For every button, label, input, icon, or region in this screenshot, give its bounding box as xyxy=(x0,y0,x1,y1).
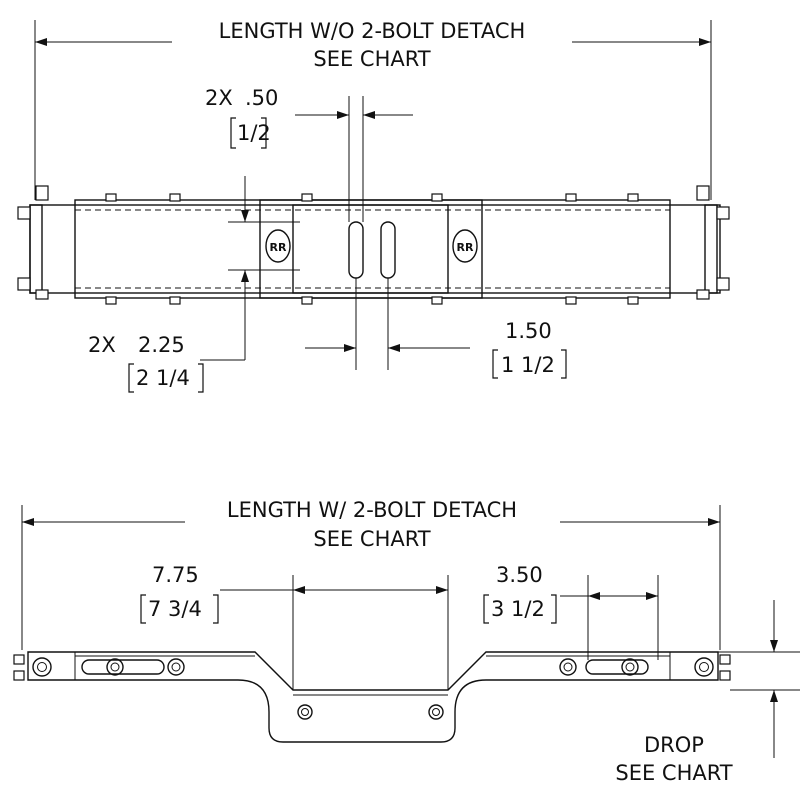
height-fraction: 2 1/4 xyxy=(136,366,190,390)
end-plate-left xyxy=(29,204,43,294)
rail-side-profile xyxy=(27,651,719,743)
slot-width-bracket-left xyxy=(230,117,236,149)
end-studs-left xyxy=(17,185,49,300)
adjust-slot-right xyxy=(585,659,649,675)
bolt-heads-top xyxy=(105,193,639,202)
end-plate-right xyxy=(704,204,718,294)
center-width-decimal: 7.75 xyxy=(152,563,199,587)
adjust-slot-left xyxy=(81,659,165,675)
center-channel-outer xyxy=(259,199,483,299)
slot-spacing-decimal: 1.50 xyxy=(505,319,552,343)
center-width-bracket-left xyxy=(140,594,146,624)
rail-inner-body xyxy=(74,199,671,299)
slot-width-decimal: .50 xyxy=(245,86,278,110)
slot-spacing-fraction: 1 1/2 xyxy=(501,353,555,377)
height-decimal: 2.25 xyxy=(138,333,185,357)
center-width-fraction: 7 3/4 xyxy=(148,597,202,621)
detach-fitting-left xyxy=(13,654,52,681)
adjust-slot-bracket-left xyxy=(483,594,489,624)
adjust-slot-decimal: 3.50 xyxy=(496,563,543,587)
center-channel-inner xyxy=(292,204,449,294)
adjust-slot-fraction: 3 1/2 xyxy=(491,597,545,621)
top-view: LENGTH W/O 2-BOLT DETACH SEE CHART RR RR xyxy=(17,19,730,393)
side-bolts xyxy=(106,658,639,720)
slot-width-bracket-right xyxy=(261,117,267,149)
height-bracket-left xyxy=(128,363,134,393)
end-studs-right xyxy=(696,185,730,300)
length-with-detach-label: LENGTH W/ 2-BOLT DETACH xyxy=(227,498,517,522)
svg-text:RR: RR xyxy=(270,241,287,254)
length-without-detach-see-chart: SEE CHART xyxy=(313,47,430,71)
rail-outline xyxy=(29,204,721,294)
height-qty: 2X xyxy=(88,333,116,357)
detach-fitting-right xyxy=(694,654,731,681)
drop-label: DROP xyxy=(644,733,704,757)
bolt-heads-bottom xyxy=(105,296,639,305)
svg-text:RR: RR xyxy=(457,241,474,254)
slot-right xyxy=(380,221,396,279)
adjust-slot-bracket-right xyxy=(551,594,557,624)
length-without-detach-label: LENGTH W/O 2-BOLT DETACH xyxy=(219,19,526,43)
slot-spacing-bracket-left xyxy=(492,349,498,379)
slot-spacing-bracket-right xyxy=(561,349,567,379)
center-width-bracket-right xyxy=(213,594,219,624)
side-view: LENGTH W/ 2-BOLT DETACH SEE CHART xyxy=(13,498,800,785)
logo-badge-right: RR xyxy=(452,229,478,263)
length-with-detach-see-chart: SEE CHART xyxy=(313,527,430,551)
drop-see-chart: SEE CHART xyxy=(615,761,732,785)
slot-width-fraction: 1/2 xyxy=(237,121,271,145)
height-bracket-right xyxy=(198,363,204,393)
slot-width-qty: 2X xyxy=(205,86,233,110)
logo-badge-left: RR xyxy=(265,229,291,263)
slot-left xyxy=(348,221,364,279)
